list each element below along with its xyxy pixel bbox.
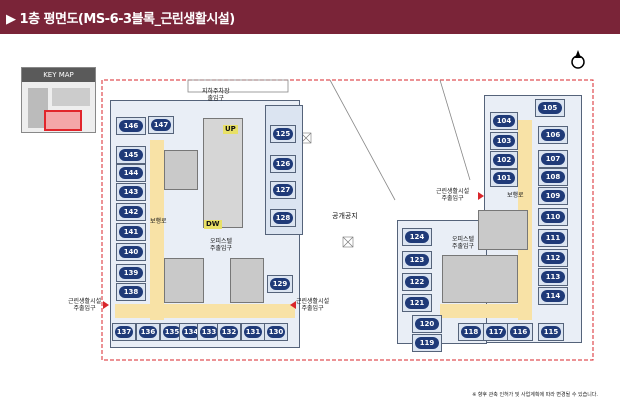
unit-label-131[interactable]: 131 [244, 326, 262, 338]
unit-label-133[interactable]: 133 [200, 326, 218, 338]
unit-label-129[interactable]: 129 [270, 278, 290, 290]
unit-label-128[interactable]: 128 [273, 212, 293, 224]
unit-label-116[interactable]: 116 [510, 326, 530, 338]
unit-label-136[interactable]: 136 [139, 326, 157, 338]
left-walkway-corridor [150, 140, 164, 320]
unit-label-110[interactable]: 110 [541, 211, 565, 223]
unit-label-144[interactable]: 144 [119, 167, 143, 179]
mid-core [230, 258, 264, 303]
right-walkway-label: 보행로 [507, 192, 524, 199]
bottom-walkway-corridor [115, 304, 295, 318]
unit-label-107[interactable]: 107 [541, 153, 565, 165]
unit-label-122[interactable]: 122 [405, 276, 429, 288]
compass-icon [568, 50, 588, 70]
unit-label-140[interactable]: 140 [119, 246, 143, 258]
right-core-2 [442, 255, 518, 303]
unit-label-114[interactable]: 114 [541, 290, 565, 302]
unit-label-138[interactable]: 138 [119, 286, 143, 298]
plaza-label: 공개공지 [332, 212, 358, 220]
unit-label-146[interactable]: 146 [119, 120, 143, 132]
unit-label-112[interactable]: 112 [541, 252, 565, 264]
bottom-entrance-arrow-icon [290, 301, 296, 309]
unit-label-103[interactable]: 103 [493, 135, 515, 147]
right-bottom-corridor [440, 304, 532, 318]
unit-label-132[interactable]: 132 [220, 326, 238, 338]
escalator [203, 118, 243, 228]
unit-label-108[interactable]: 108 [541, 171, 565, 183]
unit-label-118[interactable]: 118 [461, 326, 481, 338]
unit-label-115[interactable]: 115 [541, 326, 561, 338]
unit-label-139[interactable]: 139 [119, 267, 143, 279]
unit-label-141[interactable]: 141 [119, 226, 143, 238]
unit-label-101[interactable]: 101 [493, 172, 515, 184]
unit-label-137[interactable]: 137 [115, 326, 133, 338]
left-core-2 [164, 258, 204, 303]
unit-label-124[interactable]: 124 [405, 231, 429, 243]
page-title: ▶ 1층 평면도(MS-6-3블록_근린생활시설) [6, 12, 235, 27]
footnote: ※ 향후 관축 인허가 및 사업계획에 따라 변경될 수 있습니다. [472, 392, 598, 398]
unit-label-106[interactable]: 106 [541, 129, 565, 141]
unit-label-123[interactable]: 123 [405, 254, 429, 266]
unit-label-121[interactable]: 121 [405, 297, 429, 309]
unit-label-142[interactable]: 142 [119, 206, 143, 218]
unit-label-147[interactable]: 147 [151, 119, 171, 131]
unit-label-143[interactable]: 143 [119, 186, 143, 198]
left-core [164, 150, 198, 190]
unit-label-125[interactable]: 125 [273, 128, 293, 140]
left-walkway-label: 보행로 [150, 218, 167, 225]
unit-label-109[interactable]: 109 [541, 190, 565, 202]
unit-label-111[interactable]: 111 [541, 232, 565, 244]
unit-label-113[interactable]: 113 [541, 271, 565, 283]
unit-label-120[interactable]: 120 [415, 318, 439, 330]
key-map: KEY MAP [21, 67, 96, 133]
unit-label-130[interactable]: 130 [267, 326, 285, 338]
right-entrance-arrow-icon [478, 192, 484, 200]
unit-label-117[interactable]: 117 [486, 326, 506, 338]
unit-label-127[interactable]: 127 [273, 184, 293, 196]
unit-label-145[interactable]: 145 [119, 149, 143, 161]
escalator-down-label: DW [204, 220, 222, 229]
key-map-title: KEY MAP [22, 68, 95, 82]
left-entrance-arrow-icon [103, 301, 109, 309]
unit-label-119[interactable]: 119 [415, 337, 439, 349]
unit-label-102[interactable]: 102 [493, 154, 515, 166]
unit-label-126[interactable]: 126 [273, 158, 293, 170]
right-core [478, 210, 528, 250]
unit-label-104[interactable]: 104 [493, 115, 515, 127]
page-header: ▶ 1층 평면도(MS-6-3블록_근린생활시설) [0, 0, 620, 34]
unit-label-105[interactable]: 105 [538, 102, 562, 114]
escalator-up-label: UP [223, 125, 238, 134]
unit-label-134[interactable]: 134 [182, 326, 200, 338]
unit-label-135[interactable]: 135 [163, 326, 181, 338]
